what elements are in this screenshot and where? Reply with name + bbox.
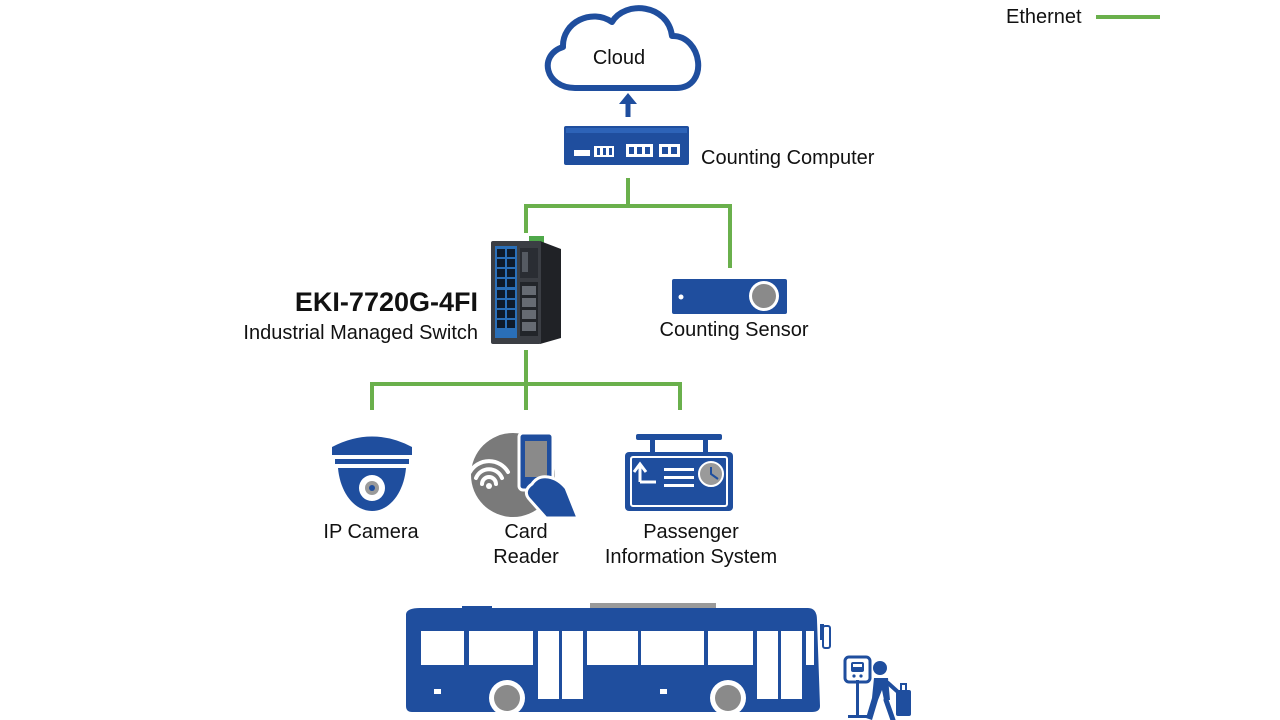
- passenger-info-icon: [625, 434, 733, 511]
- ip-camera-label: IP Camera: [323, 521, 419, 543]
- card-reader-label-line2: Reader: [493, 546, 559, 568]
- counting-computer-icon: [564, 126, 689, 165]
- counting-computer-label: Counting Computer: [701, 147, 875, 169]
- switch-subtitle-label: Industrial Managed Switch: [243, 322, 478, 344]
- bus-icon: [406, 603, 831, 716]
- legend-ethernet-label: Ethernet: [1006, 6, 1082, 28]
- switch-model-label: EKI-7720G-4FI: [294, 287, 478, 317]
- passenger-info-label-line2: Information System: [604, 546, 778, 568]
- ethernet-links: [370, 178, 732, 410]
- switch-icon: [491, 236, 561, 344]
- bus-stop-sign-icon: [843, 655, 872, 718]
- passenger-info-label-line1: Passenger: [643, 521, 739, 543]
- card-reader-label-line1: Card: [504, 521, 548, 543]
- counting-sensor-label: Counting Sensor: [659, 319, 809, 341]
- ip-camera-icon: [332, 436, 412, 511]
- cloud-label: Cloud: [592, 47, 646, 69]
- counting-sensor-icon: [672, 279, 787, 314]
- passenger-with-luggage-icon: [866, 661, 911, 720]
- upload-arrow-icon: [619, 93, 637, 117]
- cloud-icon: [544, 5, 702, 91]
- card-reader-icon: [468, 431, 581, 520]
